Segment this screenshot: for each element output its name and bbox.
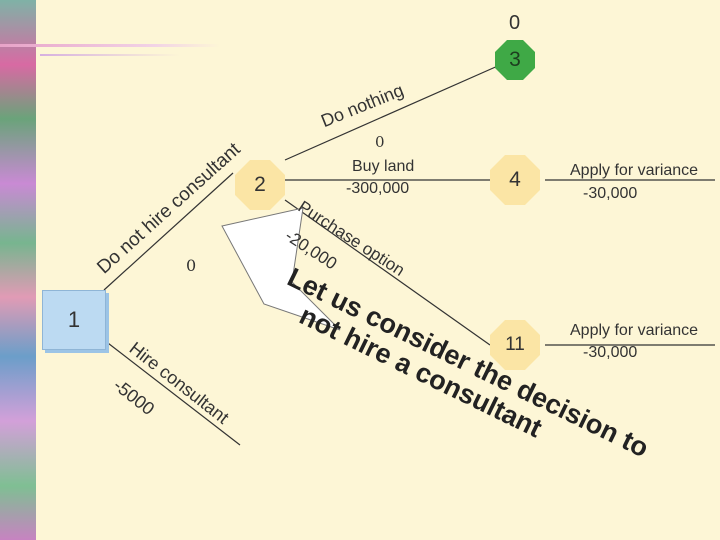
branch-value-variance-1: -30,000 bbox=[583, 185, 638, 202]
decorative-line bbox=[40, 54, 180, 56]
decision-node-11: 11 bbox=[490, 320, 540, 370]
branch-label-buy-land: Buy land bbox=[352, 158, 415, 175]
node-4-label: 4 bbox=[509, 168, 521, 191]
branch-value-variance-2: -30,000 bbox=[583, 344, 638, 361]
node-2-label: 2 bbox=[254, 173, 266, 196]
node-1-label: 1 bbox=[67, 307, 81, 332]
branch-line-do-nothing bbox=[284, 64, 501, 161]
decorative-line bbox=[0, 44, 220, 47]
branch-value-buy-land: -300,000 bbox=[346, 180, 410, 197]
decision-node-4: 4 bbox=[490, 155, 540, 205]
outcome-node-3: 3 bbox=[495, 40, 535, 80]
node-3-label: 3 bbox=[509, 48, 521, 71]
branch-label-variance-1: Apply for variance bbox=[570, 162, 699, 179]
branch-line-do-not-hire bbox=[103, 172, 234, 291]
branch-line-hire bbox=[103, 339, 241, 446]
decision-node-1: 1 bbox=[42, 290, 106, 350]
node-3-value: 0 bbox=[509, 12, 521, 34]
branch-line-purchase-option bbox=[284, 199, 491, 346]
branch-value-do-nothing: 0 bbox=[375, 133, 385, 151]
decision-node-2: 2 bbox=[235, 160, 285, 210]
callout-shape bbox=[221, 207, 341, 331]
decorative-strip bbox=[0, 0, 36, 540]
branch-value-do-not-hire: 0 bbox=[186, 256, 197, 275]
node-11-label: 11 bbox=[505, 334, 525, 355]
branch-label-variance-2: Apply for variance bbox=[570, 322, 699, 339]
